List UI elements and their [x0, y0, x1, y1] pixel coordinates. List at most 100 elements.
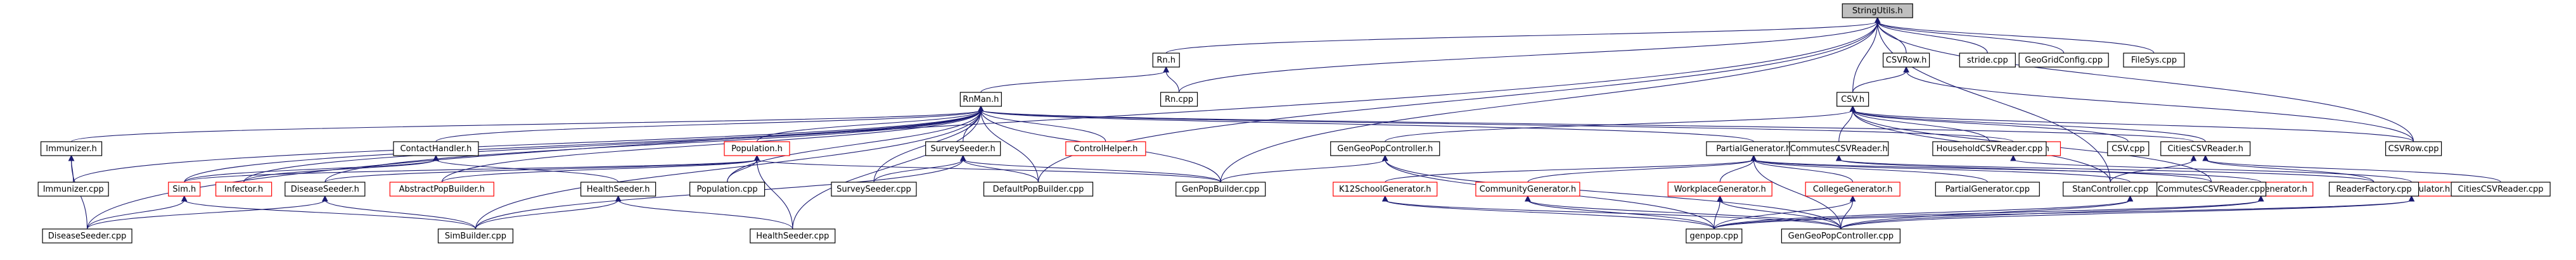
node-box	[42, 228, 132, 244]
include-edge	[1714, 199, 1854, 230]
file-node-csvrow-cpp[interactable]: CSVRow.cpp	[2385, 141, 2442, 156]
file-node-population-h[interactable]: Population.h	[724, 141, 790, 156]
include-edge	[980, 109, 1039, 183]
include-edge	[1852, 109, 2414, 142]
node-box	[580, 182, 657, 197]
file-node-communitygenerator-h[interactable]: CommunityGenerator.h	[1475, 182, 1580, 197]
file-node-abstractpopbuilder-h[interactable]: AbstractPopBuilder.h	[389, 182, 494, 197]
file-node-csv-cpp[interactable]: CSV.cpp	[2107, 141, 2150, 156]
file-node-csv-h[interactable]: CSV.h	[1836, 92, 1869, 107]
file-node-citiescsvreader-h[interactable]: CitiesCSVReader.h	[2160, 141, 2251, 156]
include-edge	[2205, 159, 2374, 183]
node-box	[1789, 141, 1889, 156]
edge-arrowhead	[1525, 195, 1531, 202]
include-edge	[727, 159, 758, 183]
node-label: CommutesCSVReader.h	[1790, 144, 1888, 154]
file-node-geogridconfig-cpp[interactable]: GeoGridConfig.cpp	[2018, 53, 2109, 68]
file-node-stride-cpp[interactable]: stride.cpp	[1959, 53, 2016, 68]
file-node-collegegenerator-h[interactable]: CollegeGenerator.h	[1805, 182, 1900, 197]
node-box	[1152, 53, 1180, 68]
node-label: Population.h	[731, 144, 783, 154]
node-box	[2160, 141, 2251, 156]
file-node-surveyseeder-cpp[interactable]: SurveySeeder.cpp	[831, 182, 917, 197]
node-label: DiseaseSeeder.cpp	[48, 232, 127, 241]
node-label: StanController.cpp	[2072, 185, 2148, 194]
file-node-controlhelper-h[interactable]: ControlHelper.h	[1065, 141, 1146, 156]
include-edge	[980, 70, 1167, 93]
file-node-workplacegenerator-h[interactable]: WorkplaceGenerator.h	[1667, 182, 1772, 197]
edge-arrowhead	[2408, 195, 2415, 202]
node-label: stride.cpp	[1967, 56, 2008, 65]
file-node-readerfactory-cpp[interactable]: ReaderFactory.cpp	[2328, 182, 2419, 197]
edge-arrowhead	[181, 195, 188, 202]
node-box	[285, 182, 366, 197]
file-node-rnman-h[interactable]: RnMan.h	[959, 92, 1002, 107]
file-node-simbuilder-cpp[interactable]: SimBuilder.cpp	[437, 228, 514, 244]
file-node-population-cpp[interactable]: Population.cpp	[689, 182, 766, 197]
file-node-healthseeder-cpp[interactable]: HealthSeeder.cpp	[750, 228, 836, 244]
include-edge	[873, 159, 964, 183]
file-node-rn-h[interactable]: Rn.h	[1152, 53, 1180, 68]
file-node-commutescsvreader-h[interactable]: CommutesCSVReader.h	[1789, 141, 1889, 156]
file-node-householdcsvreader-cpp[interactable]: HouseholdCSVReader.cpp	[1932, 141, 2047, 156]
file-node-gengeopopcontroller-h[interactable]: GenGeoPopController.h	[1330, 141, 1440, 156]
file-node-csvrow-h[interactable]: CSVRow.h	[1883, 53, 1930, 68]
include-edge	[1165, 21, 1878, 54]
node-label: Infector.h	[224, 185, 263, 194]
include-edge	[1840, 199, 1854, 230]
node-box	[1330, 141, 1440, 156]
file-node-gengeopopcontroller-cpp[interactable]: GenGeoPopController.cpp	[1781, 228, 1901, 244]
file-node-healthseeder-h[interactable]: HealthSeeder.h	[580, 182, 657, 197]
file-node-immunizer-cpp[interactable]: Immunizer.cpp	[37, 182, 109, 197]
file-node-surveyseeder-h[interactable]: SurveySeeder.h	[925, 141, 1001, 156]
include-edge	[87, 21, 1878, 230]
file-node-stringutils-h[interactable]: StringUtils.h	[1842, 3, 1913, 18]
file-node-diseaseseeder-cpp[interactable]: DiseaseSeeder.cpp	[42, 228, 132, 244]
include-edge	[980, 109, 2195, 142]
node-box	[1959, 53, 2016, 68]
edge-arrowhead	[2010, 154, 2016, 161]
edge-arrowhead	[1163, 66, 1170, 73]
file-node-defaultpopbuilder-cpp[interactable]: DefaultPopBuilder.cpp	[983, 182, 1094, 197]
node-box	[831, 182, 917, 197]
node-label: CSV.h	[1841, 95, 1864, 104]
file-node-rn-cpp[interactable]: Rn.cpp	[1160, 92, 1198, 107]
node-label: HealthSeeder.h	[587, 185, 650, 194]
node-box	[1883, 53, 1930, 68]
file-node-diseaseseeder-h[interactable]: DiseaseSeeder.h	[285, 182, 366, 197]
file-node-contacthandler-h[interactable]: ContactHandler.h	[393, 141, 479, 156]
node-box	[2451, 182, 2551, 197]
node-label: GeoGridConfig.cpp	[2025, 56, 2103, 65]
file-node-commutescsvreader-cpp[interactable]: CommutesCSVReader.cpp	[2156, 182, 2267, 197]
node-box	[2385, 141, 2442, 156]
include-edge	[324, 199, 477, 230]
file-node-filesys-cpp[interactable]: FileSys.cpp	[2123, 53, 2185, 68]
file-node-immunizer-h[interactable]: Immunizer.h	[40, 141, 103, 156]
file-node-k12schoolgenerator-h[interactable]: K12SchoolGenerator.h	[1333, 182, 1438, 197]
node-layer: StringUtils.hRn.h CSVRow.h stride.cpp GeoGr…	[37, 3, 2551, 244]
node-label: SurveySeeder.cpp	[836, 185, 911, 194]
file-node-genpop-cpp[interactable]: genpop.cpp	[1686, 228, 1743, 244]
edge-arrowhead	[959, 154, 966, 161]
node-label: Immunizer.cpp	[43, 185, 104, 194]
file-node-sim-h[interactable]: Sim.h	[168, 182, 201, 197]
file-node-citiescsvreader-cpp[interactable]: CitiesCSVReader.cpp	[2451, 182, 2551, 197]
node-label: SimBuilder.cpp	[445, 232, 506, 241]
node-box	[2156, 182, 2267, 197]
node-label: AbstractPopBuilder.h	[399, 185, 485, 194]
include-edge	[1838, 159, 2212, 183]
edge-arrowhead	[1903, 66, 1909, 73]
file-node-partialgenerator-cpp[interactable]: PartialGenerator.cpp	[1935, 182, 2040, 197]
node-label: StringUtils.h	[1852, 6, 1903, 16]
include-edge	[1852, 109, 2129, 142]
include-edge	[1877, 21, 1988, 54]
include-edge	[1719, 159, 1754, 183]
file-node-genpopbuilder-cpp[interactable]: GenPopBuilder.cpp	[1176, 182, 1266, 197]
file-node-partialgenerator-h[interactable]: PartialGenerator.h	[1706, 141, 1802, 156]
node-label: CitiesCSVReader.h	[2167, 144, 2243, 154]
node-box	[40, 141, 103, 156]
file-node-stancontroller-cpp[interactable]: StanController.cpp	[2063, 182, 2158, 197]
file-node-infector-h[interactable]: Infector.h	[215, 182, 272, 197]
include-edge	[980, 109, 1106, 142]
node-label: CSVRow.h	[1886, 56, 1926, 65]
